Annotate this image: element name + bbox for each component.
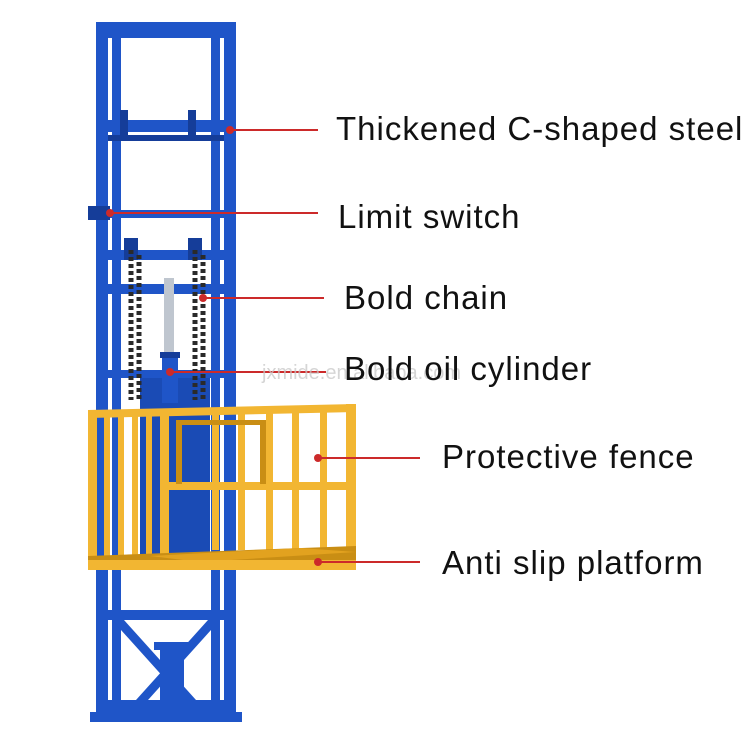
callout-bold-chain: Bold chain — [344, 279, 509, 316]
chains — [128, 250, 206, 400]
callout-limit-switch: Limit switch — [338, 198, 521, 235]
protective-fence — [88, 404, 356, 562]
callout-anti-slip-platform: Anti slip platform — [442, 544, 704, 581]
watermark: jxmide.en.alibaba.com — [262, 362, 461, 384]
callout-thickened-c-shaped-steel: Thickened C-shaped steel — [336, 110, 744, 147]
oil-cylinder — [160, 278, 180, 403]
callout-protective-fence: Protective fence — [442, 438, 695, 475]
callout-bold-oil-cylinder: Bold oil cylinder — [344, 350, 593, 387]
anti-slip-platform — [88, 546, 356, 570]
leader-lines — [106, 126, 420, 566]
